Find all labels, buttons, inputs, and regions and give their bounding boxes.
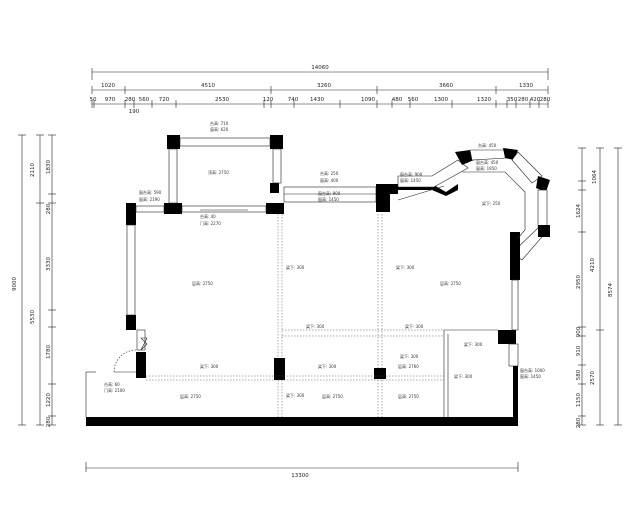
- dim-top-r2-4: 720: [159, 97, 170, 103]
- label-sill-5: 窗台高: 900: [318, 190, 341, 196]
- label-ceiling-main-2: 层高: 2750: [440, 280, 461, 286]
- dim-top-r2-2: 280: [125, 97, 136, 103]
- label-sill-9: 台高: 60: [104, 381, 120, 387]
- label-ceiling-1: 顶高: 2750: [208, 169, 229, 175]
- dim-right-1: 1624: [576, 204, 582, 218]
- dim-right-3: 2950: [576, 275, 582, 289]
- label-sill-6: 窗台高: 900: [400, 171, 423, 177]
- dim-top-r1-3: 3660: [439, 83, 453, 89]
- walls: [85, 135, 550, 426]
- label-ceiling-3: 层高: 2760: [398, 363, 419, 369]
- dim-right-4: 900: [576, 326, 582, 337]
- label-sill-7: 台高: 450: [478, 142, 497, 148]
- dim-top-r1-4: 1330: [519, 83, 533, 89]
- label-sill-3: 台高: 40: [200, 213, 216, 219]
- dim-left-5: 1780: [46, 345, 52, 359]
- label-beam-7: 梁下: 300: [318, 363, 337, 369]
- label-window-h-8: 窗高: 1950: [476, 165, 497, 171]
- dim-top-r2-14: 350: [507, 97, 518, 103]
- label-beam-9: 梁下: 300: [286, 392, 305, 398]
- label-door-h-1: 门高: 2270: [200, 220, 221, 226]
- beam-lines: [146, 214, 444, 417]
- label-ceiling-5: 层高: 2750: [322, 393, 343, 399]
- dim-left-6: 1220: [46, 393, 52, 407]
- label-door-h-2: 门高: 2100: [104, 387, 125, 393]
- dim-top-r2-7: 740: [288, 97, 299, 103]
- dim-right-7: 2570: [590, 371, 596, 385]
- dim-top-r2-12: 1300: [434, 97, 448, 103]
- dim-top-r2-16: 420: [530, 97, 541, 103]
- label-sill-10: 窗台高: 1000: [520, 367, 545, 373]
- bottom-dimensions: 13300: [85, 462, 519, 479]
- label-beam-6: 梁下: 300: [200, 363, 219, 369]
- label-window-h-10: 窗高: 1450: [520, 373, 541, 379]
- top-dimensions: 14060 1020 4510 3260 3660 1330: [90, 65, 551, 115]
- dim-left-0: 2110: [30, 163, 36, 177]
- label-ceiling-main-1: 层高: 2750: [192, 280, 213, 286]
- label-sill-4: 台高: 250: [320, 170, 339, 176]
- dim-top-r1-0: 1020: [101, 83, 115, 89]
- dim-left-4: 5530: [30, 310, 36, 324]
- dim-top-total: 14060: [311, 65, 329, 71]
- dim-left-outer: 9000: [12, 277, 18, 291]
- label-beam-10: 梁下: 300: [464, 341, 483, 347]
- label-window-h-2: 窗高: 2190: [139, 196, 160, 202]
- dim-right-8: 1150: [576, 393, 582, 407]
- dim-right-0: 1064: [592, 170, 598, 184]
- label-beam-11: 梁下: 300: [454, 373, 473, 379]
- dim-top-r2-1: 970: [105, 97, 116, 103]
- dim-top-r2-10: 480: [392, 97, 403, 103]
- dim-top-r2-17: 280: [540, 97, 551, 103]
- label-beam-8: 梁下: 300: [400, 353, 419, 359]
- dim-top-r2-extra: 190: [129, 109, 140, 115]
- dim-bottom-total: 13300: [291, 473, 309, 479]
- dim-top-r1-1: 4510: [201, 83, 215, 89]
- label-beam-1: 梁下: 250: [482, 200, 501, 206]
- annotations: 台高: 710 窗高: 620 顶高: 2750 窗台高: 590 窗高: 21…: [104, 120, 545, 399]
- label-beam-4: 梁下: 300: [306, 323, 325, 329]
- dim-top-r2-0: 50: [90, 97, 97, 103]
- label-ceiling-4: 层高: 2750: [180, 393, 201, 399]
- label-sill-8: 窗台高: 450: [476, 159, 499, 165]
- dim-top-r2-8: 1430: [310, 97, 324, 103]
- label-window-h-5: 窗高: 1450: [318, 196, 339, 202]
- label-beam-3: 梁下: 300: [396, 264, 415, 270]
- dim-top-r2-9: 1090: [361, 97, 375, 103]
- dim-top-r2-3: 560: [139, 97, 150, 103]
- dim-right-2: 4210: [590, 258, 596, 272]
- dim-right-outer: 8574: [608, 283, 614, 297]
- right-dimensions: 8574 4210 2570 1064 1624 2950 900 910 58…: [576, 147, 622, 428]
- dim-top-r1-2: 3260: [317, 83, 331, 89]
- dim-top-r2-13: 1320: [477, 97, 491, 103]
- dim-right-9: 280: [576, 417, 582, 428]
- label-window-h-1: 窗高: 620: [210, 126, 229, 132]
- dim-left-7: 280: [46, 416, 52, 427]
- label-beam-5: 梁下: 300: [405, 323, 424, 329]
- dim-left-1: 1830: [46, 160, 52, 174]
- label-window-h-4: 窗高: 400: [320, 177, 339, 183]
- label-ceiling-6: 层高: 2750: [398, 393, 419, 399]
- dim-top-r2-15: 280: [518, 97, 529, 103]
- label-window-h-6: 窗高: 1450: [400, 177, 421, 183]
- dim-top-r2-5: 2530: [215, 97, 229, 103]
- label-sill-1: 台高: 710: [210, 120, 229, 126]
- dim-left-2: 280: [46, 203, 52, 214]
- dim-top-r2-6: 120: [263, 97, 274, 103]
- dim-right-5: 910: [576, 345, 582, 356]
- label-beam-2: 梁下: 300: [286, 264, 305, 270]
- left-dimensions: 9000 2110 5530 1830 280 3330 1780 1220 2…: [12, 134, 56, 427]
- dim-top-r2-11: 560: [408, 97, 419, 103]
- dim-left-3: 3330: [46, 257, 52, 271]
- label-sill-2: 窗台高: 590: [139, 189, 162, 195]
- dim-right-6: 580: [576, 369, 582, 380]
